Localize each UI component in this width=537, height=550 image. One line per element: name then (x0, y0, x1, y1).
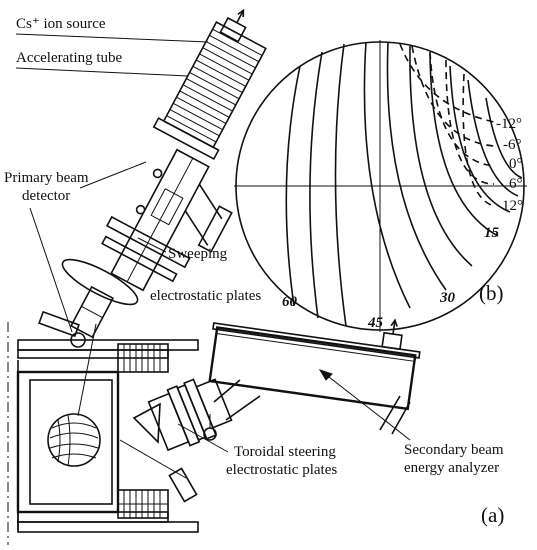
polar-curve (485, 97, 523, 179)
polar-curve (334, 43, 347, 327)
polar-curve (309, 51, 323, 319)
leader-toroidal (177, 423, 229, 453)
azimuth-label: -6° (503, 137, 522, 153)
label-sweeping-2: electrostatic plates (150, 288, 261, 304)
labels: Cs⁺ ion source Accelerating tube Primary… (4, 16, 504, 527)
azimuth-label: 6° (509, 176, 523, 192)
polar-curve-30 (409, 45, 473, 267)
primary-beam-path (77, 323, 97, 417)
toroidal-plates (147, 378, 233, 452)
azimuth-curve-6 (445, 59, 495, 185)
polar-curve-15 (467, 79, 519, 197)
label-primary-beam-detector-2: detector (22, 188, 70, 204)
chamber-flange-bottom (117, 489, 169, 519)
azimuth-curve-12 (462, 73, 495, 207)
angle-map: -12° -6° 0° 6° 12° 15 30 45 60 (b) (234, 40, 527, 332)
column-flange (61, 258, 139, 306)
ion-source-lead (236, 11, 244, 24)
panel-label-a: (a) (481, 503, 504, 527)
azimuth-label: -12° (496, 116, 522, 132)
accelerating-tube (152, 21, 267, 161)
panel-label-b: (b) (479, 281, 504, 305)
polar-label: 15 (484, 225, 500, 241)
polar-curve-60 (285, 65, 301, 307)
label-secondary-2: energy analyzer (404, 460, 499, 476)
label-accelerating-tube: Accelerating tube (16, 50, 123, 66)
leader-sweeping (137, 237, 167, 253)
leader-accelerating-tube (15, 67, 189, 77)
leader-secondary (319, 369, 411, 441)
ion-gun-column (38, 8, 267, 348)
polar-label: 45 (367, 315, 384, 331)
leader-ion-source (15, 33, 209, 43)
toroidal-wedge (132, 402, 161, 444)
label-ion-source: Cs⁺ ion source (16, 16, 106, 32)
label-sweeping-1: Sweeping (168, 246, 228, 262)
azimuth-curve-0 (429, 51, 495, 167)
label-toroidal-1: Toroidal steering (234, 444, 336, 460)
column-body (101, 148, 233, 292)
chamber-body (16, 370, 120, 514)
polar-label: 30 (439, 290, 456, 306)
azimuth-curve-minus-6 (411, 45, 495, 147)
chamber-flange-top (117, 343, 169, 373)
polar-label: 60 (282, 294, 298, 310)
energy-analyzer (208, 318, 421, 411)
polar-curve (386, 41, 447, 291)
label-secondary-1: Secondary beam (404, 442, 504, 458)
label-primary-beam-detector-1: Primary beam (4, 170, 89, 186)
azimuth-label: 0° (509, 156, 523, 172)
ion-source-cap (219, 16, 247, 43)
leader-primary-beam-detector (29, 207, 73, 333)
polar-curve (429, 53, 499, 237)
sample-sphere (47, 413, 101, 467)
main-chamber (7, 318, 421, 545)
label-toroidal-2: electrostatic plates (226, 462, 337, 478)
detector-mount (38, 310, 80, 338)
polar-curve-45 (363, 41, 411, 309)
azimuth-label: 12° (502, 198, 523, 214)
